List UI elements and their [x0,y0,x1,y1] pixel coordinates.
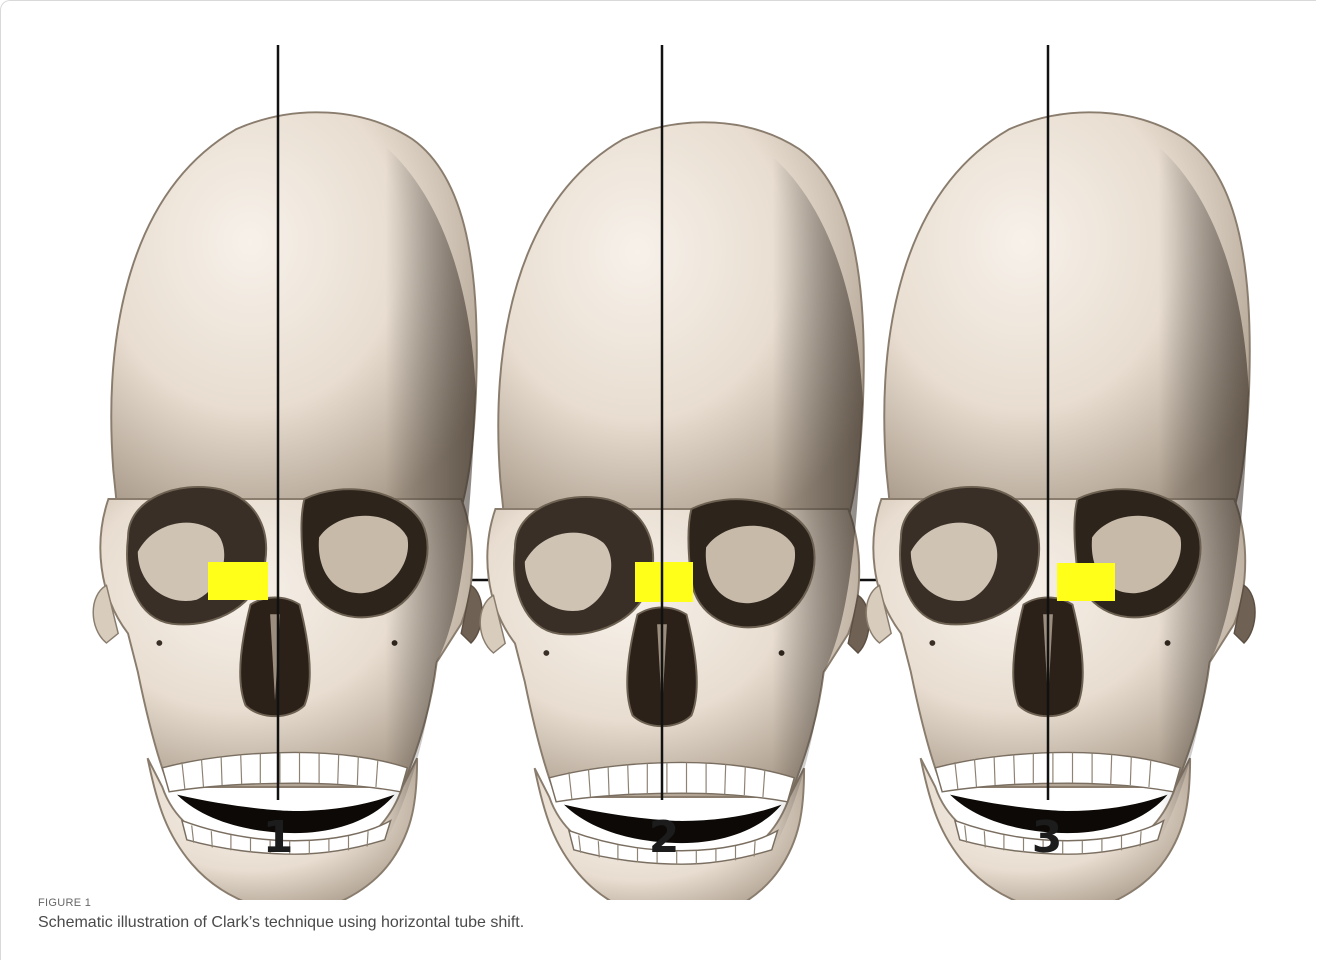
highlight-tooth-panel-3 [1057,563,1115,601]
figure-caption: Schematic illustration of Clark’s techni… [38,914,524,932]
highlight-tooth-panel-1 [208,562,268,600]
skull-panel-1 [93,110,482,900]
panel-number-2: 2 [649,812,680,863]
skull-panel-2 [480,120,869,900]
figure-illustration: 1 2 3 [0,0,1318,900]
skull-panel-3 [866,110,1255,900]
highlight-tooth-panel-2 [635,562,693,602]
figure-label: FIGURE 1 [38,897,91,909]
panel-number-3: 3 [1032,812,1063,863]
panel-number-1: 1 [263,812,294,863]
